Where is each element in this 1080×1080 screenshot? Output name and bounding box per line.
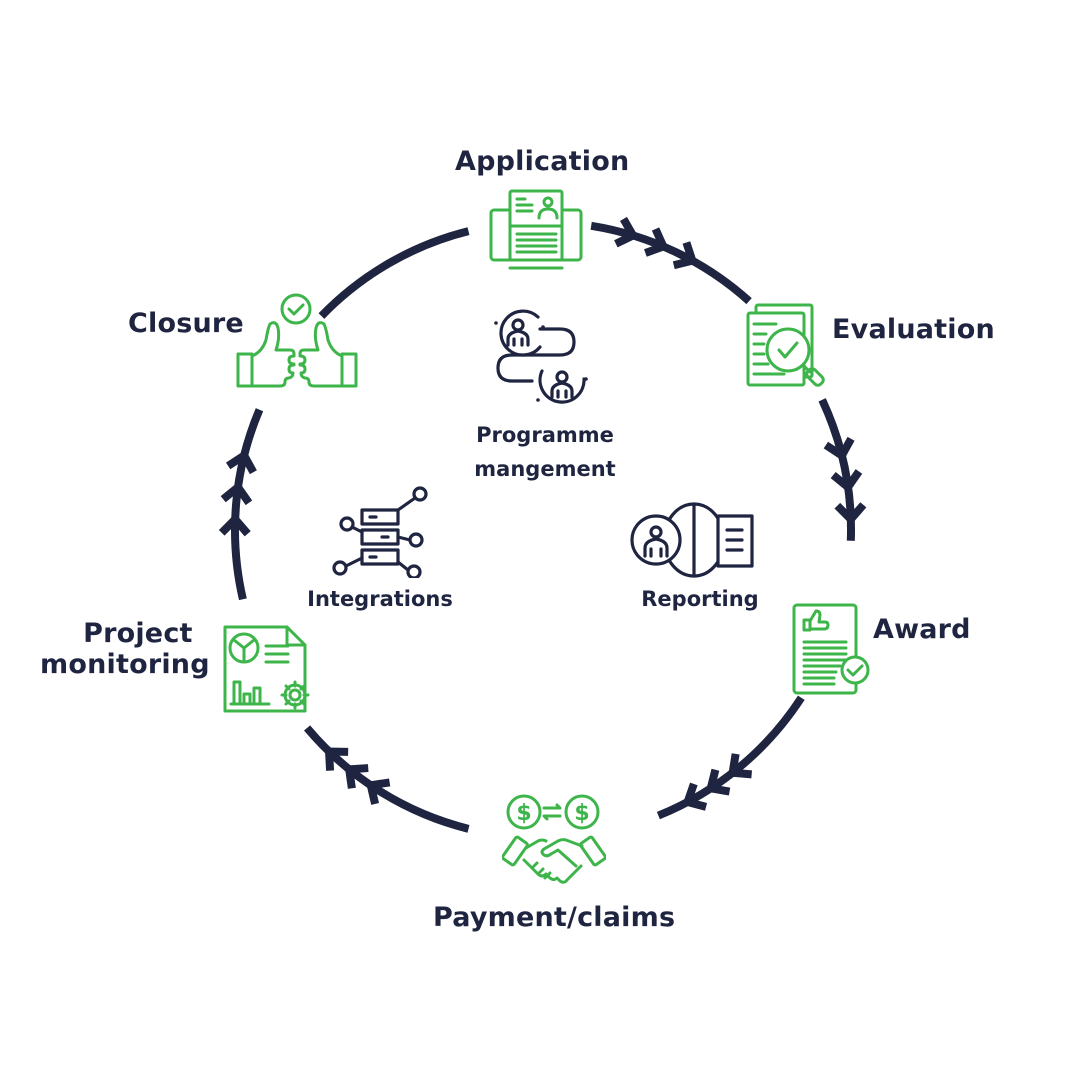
stage-label-closure: Closure (128, 308, 244, 339)
svg-text:$: $ (516, 801, 531, 826)
application-form-icon (489, 189, 583, 270)
flow-arrowhead (324, 747, 349, 771)
cycle-arc-segment (303, 725, 470, 833)
stage-label-award: Award (873, 614, 971, 645)
label-line-2: mangement (474, 457, 616, 481)
flow-arrowhead (344, 764, 369, 789)
flow-arrowhead (834, 502, 867, 526)
stage-label-payment: Payment/claims (433, 902, 676, 933)
thumbs-up-check-icon (236, 293, 358, 388)
handshake-money-exchange-icon: $ $ (502, 794, 606, 884)
stage-label-project-monitoring: Project monitoring (40, 618, 210, 680)
document-magnifier-check-icon (746, 303, 825, 387)
person-icon (643, 525, 669, 558)
flow-arrowhead (705, 768, 731, 796)
cycle-arc-segment (818, 398, 855, 541)
label-line-1: Programme (476, 423, 614, 447)
flow-arrowhead (218, 513, 251, 537)
flow-arrowhead (225, 449, 257, 475)
server-network-icon (332, 486, 428, 578)
person-icon (506, 318, 530, 347)
person-globe-document-icon (630, 502, 754, 578)
flow-arrowhead (644, 227, 669, 257)
people-workflow-icon (494, 309, 588, 404)
dollar-coin-left-icon: $ (506, 794, 542, 830)
flow-arrowhead (220, 481, 253, 506)
check-circle-icon (280, 293, 312, 325)
stage-label-application: Application (455, 146, 630, 177)
flow-arrowhead (830, 469, 863, 493)
flow-arrowhead (823, 436, 855, 462)
cycle-arc-segment (656, 695, 805, 820)
dollar-coin-right-icon: $ (564, 794, 600, 830)
stage-label-line-2: monitoring (40, 649, 210, 680)
person-icon (550, 370, 574, 399)
reporting-label: Reporting (641, 587, 759, 611)
programme-management-label: Programme mangement (455, 418, 635, 486)
flow-arrowhead (365, 778, 391, 805)
stage-label-evaluation: Evaluation (832, 314, 995, 345)
cycle-arc-segment (231, 408, 264, 601)
document-thumbs-up-icon (792, 603, 870, 695)
flow-arrowhead (672, 241, 698, 270)
report-chart-gear-icon (223, 625, 310, 713)
exchange-arrows-icon (542, 803, 562, 821)
cycle-arc-segment (590, 221, 752, 305)
flow-arrowhead (727, 753, 752, 779)
cycle-arc-segment (318, 227, 470, 319)
flow-arrowhead (682, 782, 708, 811)
integrations-label: Integrations (307, 587, 453, 611)
svg-text:$: $ (574, 801, 589, 826)
flow-arrowhead (614, 216, 639, 248)
stage-label-line-1: Project (83, 618, 193, 649)
